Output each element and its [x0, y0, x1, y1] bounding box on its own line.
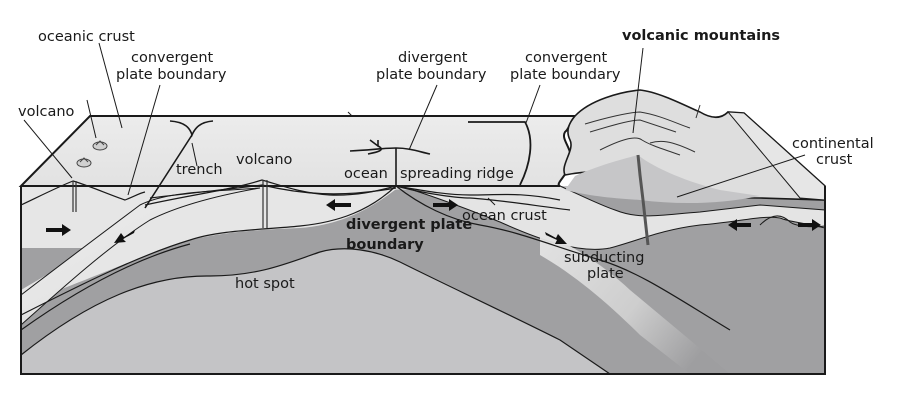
- arrow-down-right-icon: [545, 232, 567, 244]
- label-convergent-right-2: plate boundary: [510, 67, 621, 83]
- subducting-slab-right: [540, 230, 730, 374]
- arrow-right-icon: [46, 224, 71, 236]
- convergent-line-right: [468, 121, 532, 186]
- label-subducting-1: subducting: [564, 250, 644, 266]
- arrow-right-icon: [433, 199, 458, 211]
- subducting-slab-left: [20, 187, 261, 327]
- label-divergent-top-1: divergent: [398, 50, 468, 66]
- mountain-core: [565, 155, 760, 204]
- ocean-floor-lines: [20, 179, 571, 211]
- label-subducting-2: plate: [587, 266, 624, 282]
- label-continental-1: continental: [792, 136, 874, 152]
- label-divergent-bold-1: divergent plate: [346, 217, 472, 233]
- block-outline: [20, 185, 826, 375]
- label-trench: trench: [176, 162, 223, 178]
- ridge-symbol: [349, 139, 431, 186]
- label-ocean-crust: ocean crust: [462, 208, 547, 224]
- motion-arrows: [46, 199, 821, 244]
- arrow-left-icon: [728, 219, 751, 231]
- label-volcanic-mountains: volcanic mountains: [622, 28, 780, 44]
- label-convergent-right-1: convergent: [525, 50, 608, 66]
- label-divergent-top-2: plate boundary: [376, 67, 487, 83]
- label-volcano-mid: volcano: [236, 152, 293, 168]
- mountain-strata: [584, 104, 701, 156]
- magma-conduit: [636, 154, 650, 246]
- label-convergent-left-2: plate boundary: [116, 67, 227, 83]
- trench-shape: [144, 120, 214, 209]
- label-hot-spot: hot spot: [235, 276, 295, 292]
- label-oceanic-crust: oceanic crust: [38, 29, 135, 45]
- arrow-right-icon: [798, 219, 821, 231]
- label-ocean: ocean: [344, 166, 388, 182]
- ridge-curves: [20, 185, 731, 375]
- label-spreading-ridge: spreading ridge: [400, 166, 514, 182]
- label-volcano-left: volcano: [18, 104, 75, 120]
- arrow-down-left-icon: [114, 230, 135, 243]
- label-continental-2: crust: [816, 152, 853, 168]
- leader-lines: [23, 42, 806, 206]
- volcano-conduits: [72, 180, 268, 228]
- arrow-left-icon: [326, 199, 351, 211]
- label-convergent-left-1: convergent: [131, 50, 214, 66]
- ocean-layer-left: [21, 186, 400, 305]
- volcano-icons: [76, 140, 108, 168]
- label-divergent-bold-2: boundary: [346, 237, 424, 253]
